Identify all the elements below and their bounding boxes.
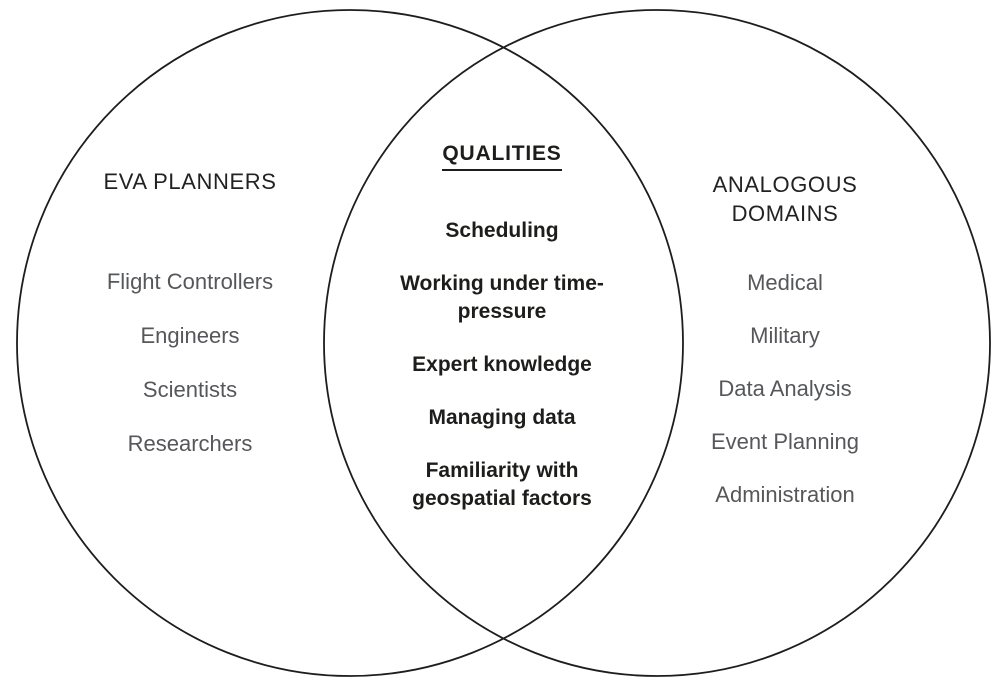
left-set-item: Scientists [142,377,238,402]
center-set-items: Scheduling Working under time-pressure E… [392,217,612,538]
left-circle [16,9,684,677]
center-set-item: Expert knowledge [412,353,592,376]
center-set-item: Scheduling [445,219,559,242]
right-set-title: ANALOGOUS DOMAINS [712,172,858,226]
left-set-item: Flight Controllers [106,269,274,294]
right-set-item: Administration [715,482,855,507]
right-set-item: Event Planning [711,429,859,454]
right-set-items: Medical Military Data Analysis Event Pla… [640,269,930,534]
right-set-item: Data Analysis [718,376,852,401]
left-set-item: Engineers [140,323,240,348]
center-set-item: Managing data [428,406,576,429]
center-set-title-text: QUALITIES [442,142,562,171]
center-set-item: Working under time-pressure [400,272,604,323]
right-set-item: Medical [747,270,823,295]
left-set-items: Flight Controllers Engineers Scientists … [35,268,345,484]
right-circle [323,9,991,677]
right-set-item: Military [750,323,820,348]
left-set-item: Researchers [127,431,253,456]
left-set-title: EVA PLANNERS [103,169,277,194]
center-set-item: Familiarity with geospatial factors [412,459,592,510]
center-set-title: QUALITIES [392,142,612,171]
